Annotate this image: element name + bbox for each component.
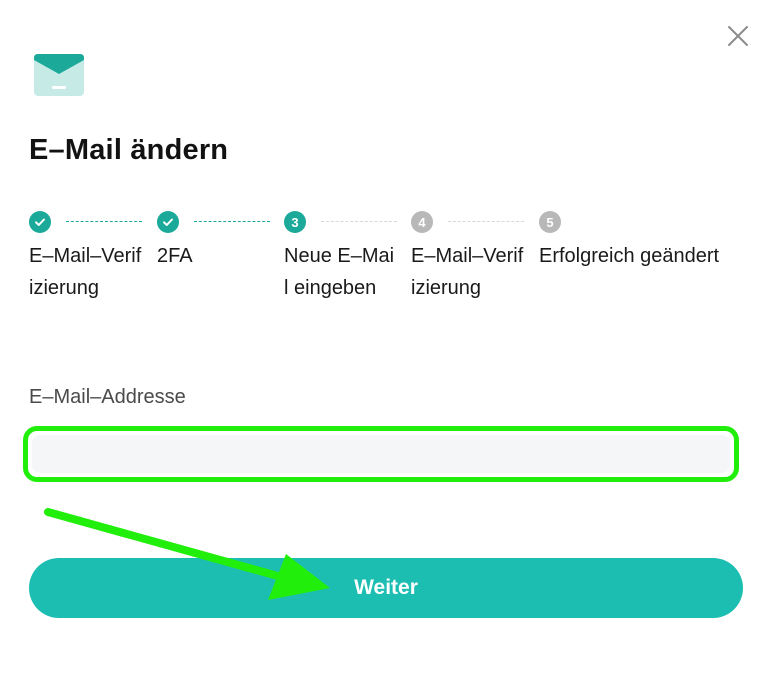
step-2-done-indicator (157, 211, 179, 233)
check-icon (163, 218, 173, 226)
close-button[interactable] (726, 24, 750, 48)
step-connector (66, 221, 142, 222)
email-input[interactable] (32, 435, 730, 473)
continue-button[interactable]: Weiter (29, 558, 743, 618)
step-3-number: 3 (284, 211, 306, 233)
step-1-label: E–Mail–Verifizierung (29, 245, 142, 299)
step-1-done-indicator (29, 211, 51, 233)
step-2-label: 2FA (157, 245, 193, 267)
step-3-label: Neue E–Mail eingeben (284, 245, 395, 299)
step-5-number: 5 (539, 211, 561, 233)
step-connector (194, 221, 270, 222)
envelope-icon (34, 54, 84, 96)
check-icon (35, 218, 45, 226)
step-5-label: Erfolgreich geändert (539, 245, 720, 267)
dialog-title: E–Mail ändern (29, 134, 229, 166)
stepper: E–Mail–Verifizierung 2FA 3 Neue E–Mail e… (29, 210, 749, 340)
close-icon (728, 26, 748, 46)
email-field-label: E–Mail–Addresse (29, 386, 186, 408)
step-4-label: E–Mail–Verifizierung (411, 245, 524, 299)
step-connector (448, 221, 524, 222)
step-connector (321, 221, 397, 222)
email-field-highlight (23, 426, 739, 482)
step-4-number: 4 (411, 211, 433, 233)
